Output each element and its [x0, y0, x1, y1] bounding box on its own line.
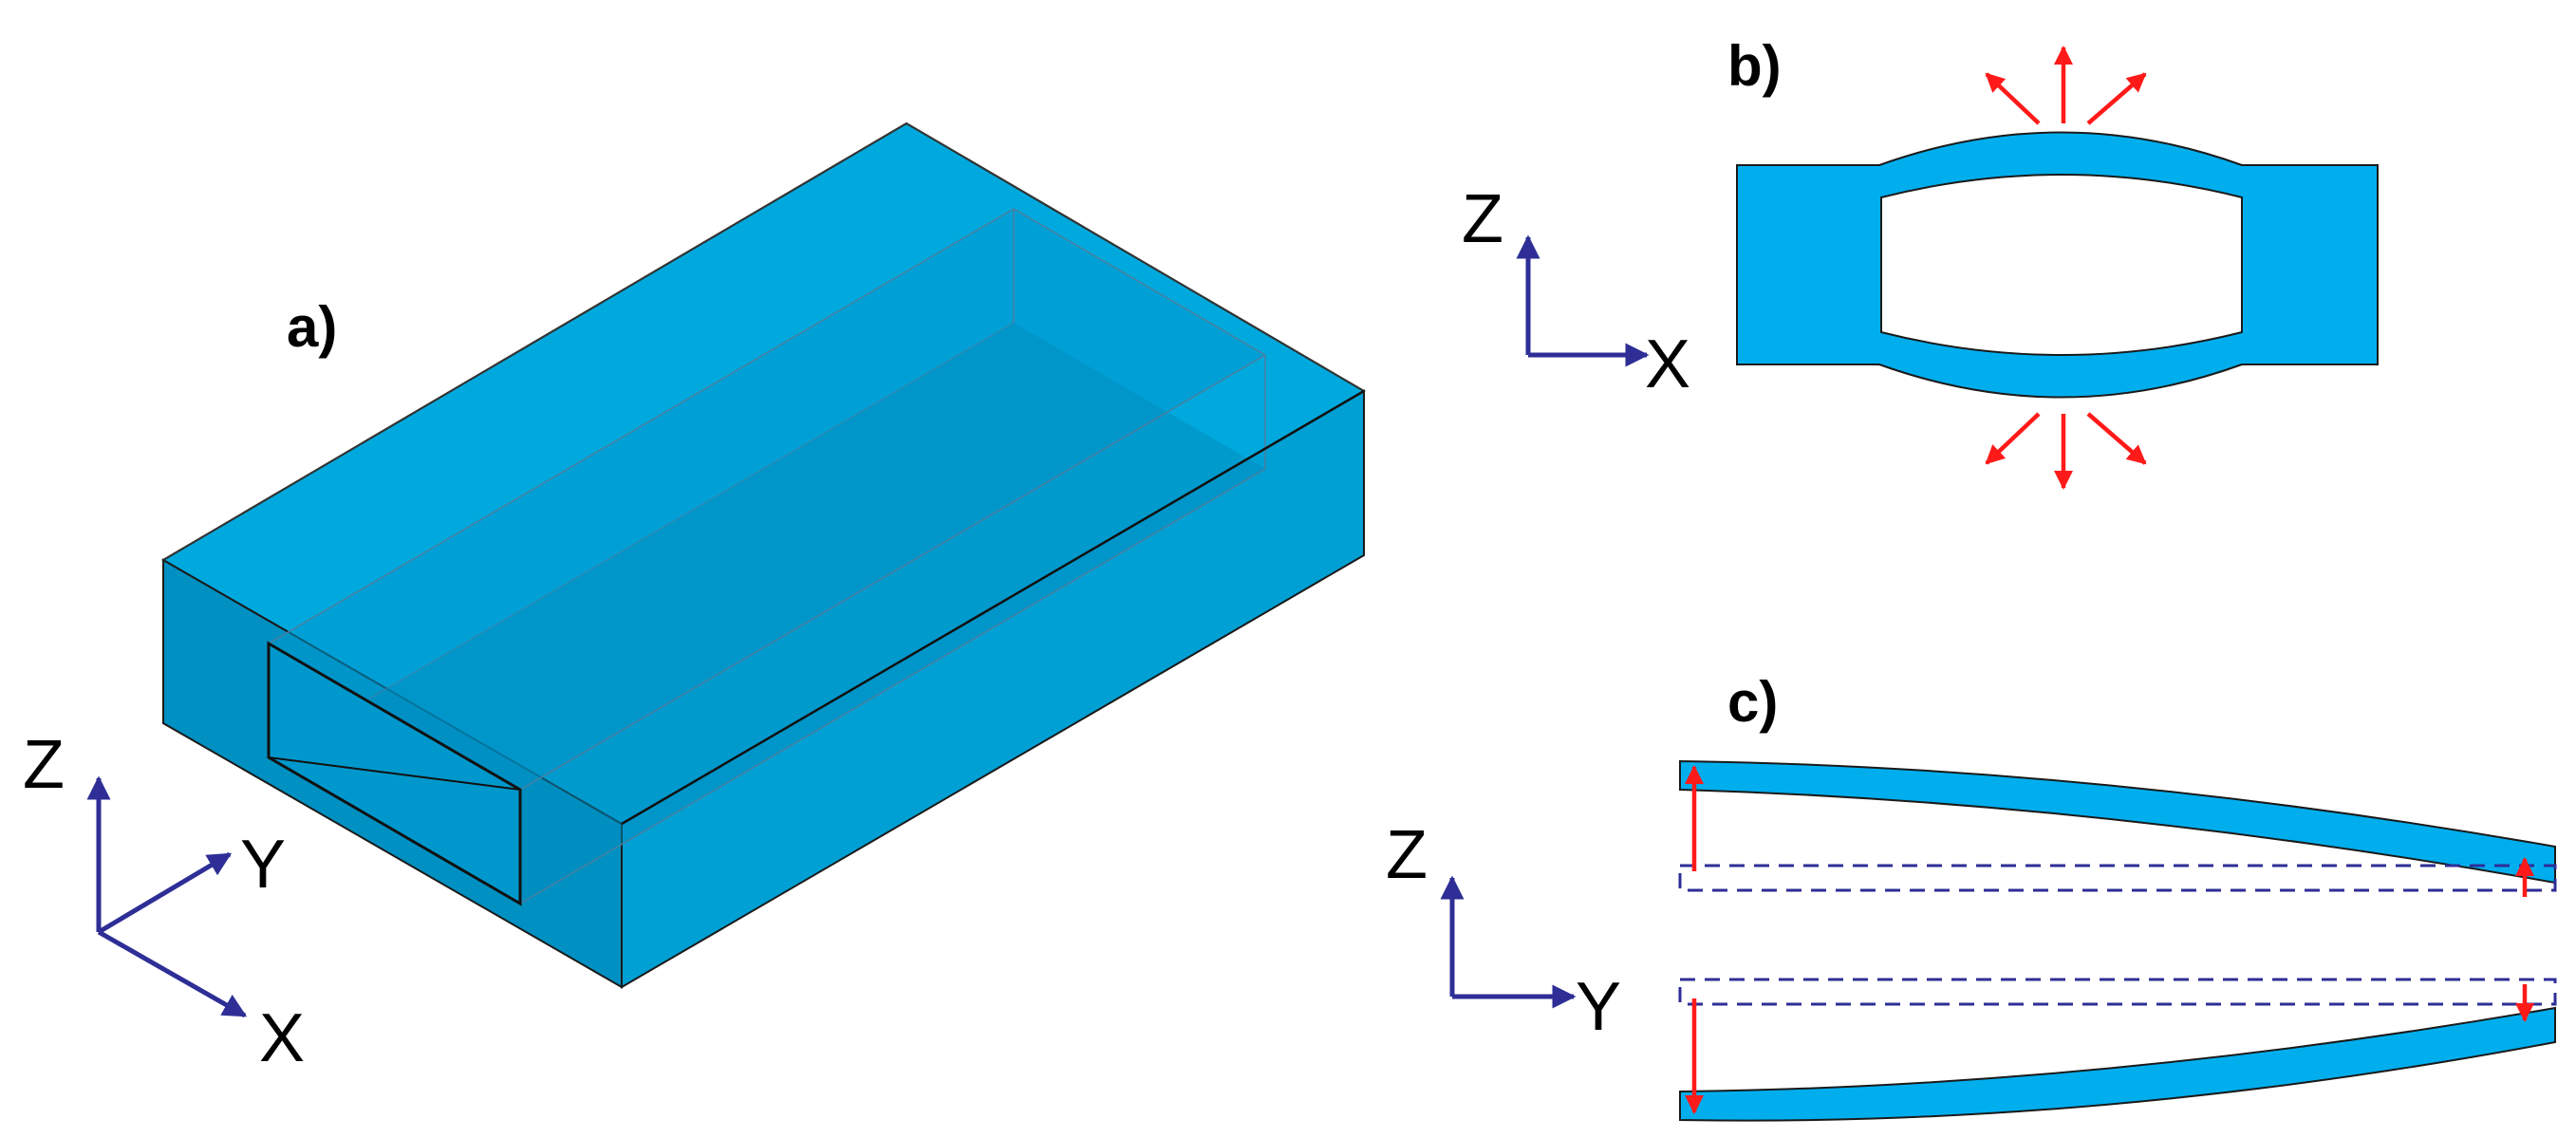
cavity-floor — [269, 323, 1265, 904]
axis-arrow-icon — [97, 851, 233, 935]
original-lower-wall — [1678, 978, 2557, 1006]
force-arrow-icon — [2086, 72, 2147, 125]
axis-x-label: X — [259, 1000, 305, 1076]
panel-a-label: a) — [287, 295, 337, 359]
force-arrow-icon — [2086, 412, 2147, 465]
axis-z-label: Z — [1386, 817, 1428, 893]
axis-y-label: Y — [240, 827, 286, 903]
axis-z-label: Z — [23, 727, 65, 803]
deformed-lower-wall — [1679, 1006, 2556, 1122]
panel-b-axes: Z X — [1462, 181, 1690, 402]
panel-b-label: b) — [1727, 34, 1782, 98]
force-arrow-icon — [1985, 72, 2041, 125]
panel-b: b) Z X — [1462, 34, 2379, 491]
axis-z-label: Z — [1462, 181, 1503, 257]
original-upper-wall — [1678, 864, 2557, 892]
panel-c-label: c) — [1727, 670, 1778, 734]
panel-c-axes: Z Y — [1386, 817, 1621, 1045]
panel-c: c) Z Y — [1386, 670, 2557, 1122]
panel-a-axes: Z Y X — [23, 727, 305, 1076]
axis-x-label: X — [1645, 326, 1690, 402]
section-outline-b — [1736, 131, 2379, 399]
panel-c-displacement-arrows — [1684, 764, 2535, 1115]
force-arrow-icon — [1985, 412, 2041, 465]
axis-arrow-icon — [97, 929, 248, 1018]
panel-b-force-arrows — [1985, 45, 2147, 491]
axis-y-label: Y — [1576, 969, 1621, 1045]
panel-a: a) Z Y X — [23, 121, 1366, 1076]
